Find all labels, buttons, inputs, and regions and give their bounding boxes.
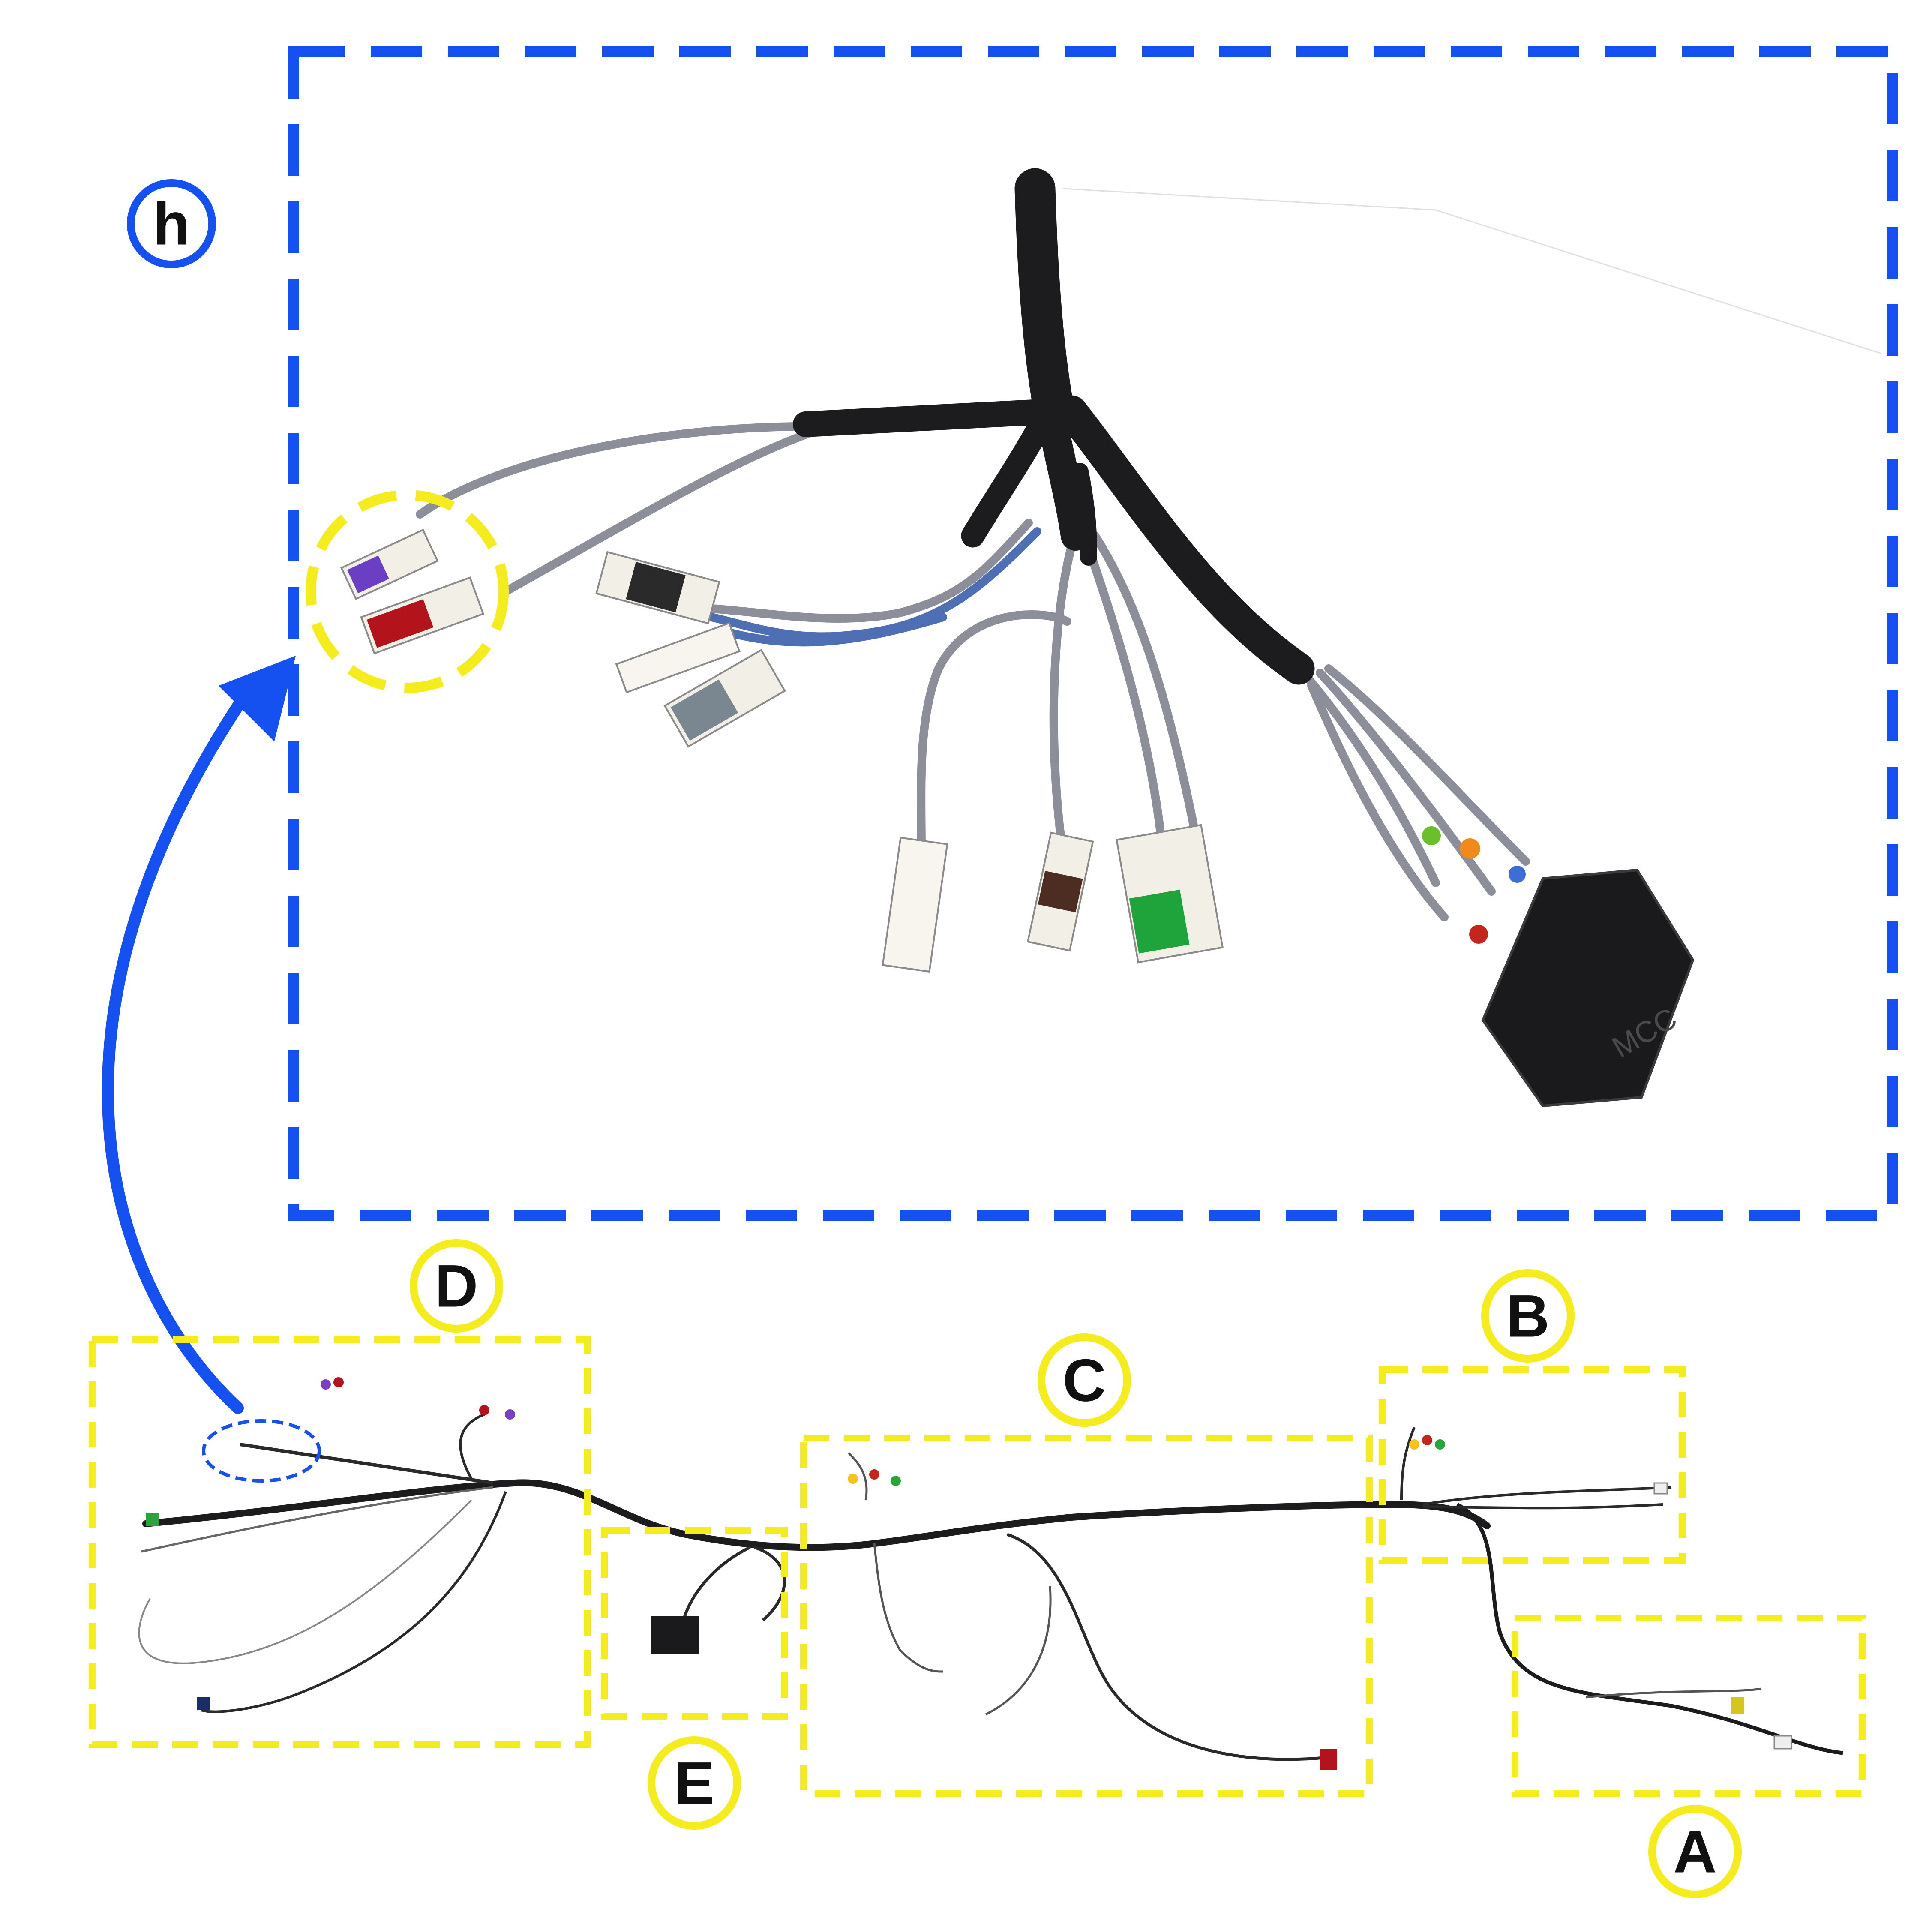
- green-terminal-sleeve: [1422, 826, 1441, 845]
- zone-label-a: A: [1648, 1805, 1742, 1898]
- inset-connectors: MCC: [340, 528, 1695, 1108]
- branch-c-1: [873, 1543, 943, 1673]
- zone-d-frame: [89, 1336, 591, 1748]
- inset-grey-wires: [416, 422, 1530, 921]
- branch-to-a-2: [1585, 1687, 1762, 1699]
- zone-badge: [648, 1736, 741, 1830]
- branch-to-a: [1456, 1502, 1843, 1755]
- magnify-ring-icon: [306, 490, 509, 693]
- grey-connector: [663, 648, 786, 748]
- purple-connector: [340, 528, 439, 600]
- zoom-arrow-head: [219, 656, 296, 741]
- inset-blue-wires: [707, 527, 1041, 647]
- origin-highlight-ellipse: [202, 1419, 321, 1483]
- zone-label-d: D: [410, 1239, 503, 1333]
- orange-terminal-sleeve: [1460, 838, 1480, 859]
- branch-d-1: [240, 1443, 493, 1485]
- branch-d-2: [141, 1486, 493, 1553]
- black-connector: [595, 551, 720, 624]
- zone-b-frame: [1379, 1366, 1686, 1564]
- zone-label-b: B: [1481, 1269, 1575, 1363]
- inset-black-harness: [793, 168, 1315, 685]
- branch-c-2: [1006, 1533, 1329, 1761]
- white-connector: [615, 622, 741, 694]
- zone-badge: [1648, 1805, 1742, 1898]
- zone-label-text: E: [674, 1750, 714, 1817]
- zone-badge: [1038, 1333, 1131, 1427]
- inset-frame: [288, 46, 1898, 1221]
- green-connector: [1116, 824, 1224, 964]
- zone-label-text: C: [1062, 1347, 1106, 1414]
- blue-terminal-sleeve: [1509, 866, 1526, 883]
- zone-badge: [410, 1239, 503, 1333]
- zoom-arrow-icon: [102, 697, 246, 1414]
- branch-to-b: [1400, 1426, 1672, 1510]
- zone-badge: [1481, 1269, 1575, 1363]
- zone-label-text: D: [435, 1252, 478, 1320]
- inset-label-badge: [127, 179, 216, 268]
- harness-overview: [138, 1377, 1843, 1770]
- branch-d-3: [201, 1491, 507, 1713]
- red-connector: [360, 576, 485, 655]
- inset-label: h: [153, 190, 190, 258]
- relay-socket-block: MCC: [1481, 868, 1695, 1108]
- harness-terminals: [146, 1377, 1792, 1770]
- inset-leader-line: [1062, 188, 1882, 354]
- branch-c-4: [848, 1452, 868, 1501]
- zone-label-e: E: [648, 1736, 741, 1830]
- e-relay-block: [651, 1616, 699, 1654]
- inset-panel: MCC h: [127, 46, 1898, 1221]
- zone-frames: [89, 1336, 1866, 1797]
- zone-c-frame: [800, 1435, 1373, 1797]
- red-terminal-sleeve: [1469, 925, 1488, 944]
- branch-d-4: [138, 1499, 472, 1664]
- zone-e-frame: [601, 1527, 788, 1720]
- brown-connector: [1026, 831, 1094, 952]
- branch-c-3: [985, 1585, 1052, 1716]
- zone-labels: D B C E A: [410, 1239, 1742, 1898]
- branch-d-5: [459, 1413, 485, 1480]
- white-vertical-connector: [882, 837, 948, 973]
- main-trunk: [142, 1479, 1491, 1551]
- zone-label-text: B: [1506, 1282, 1549, 1350]
- zone-label-c: C: [1038, 1333, 1131, 1427]
- zone-a-frame: [1512, 1615, 1866, 1797]
- zone-label-text: A: [1673, 1818, 1716, 1885]
